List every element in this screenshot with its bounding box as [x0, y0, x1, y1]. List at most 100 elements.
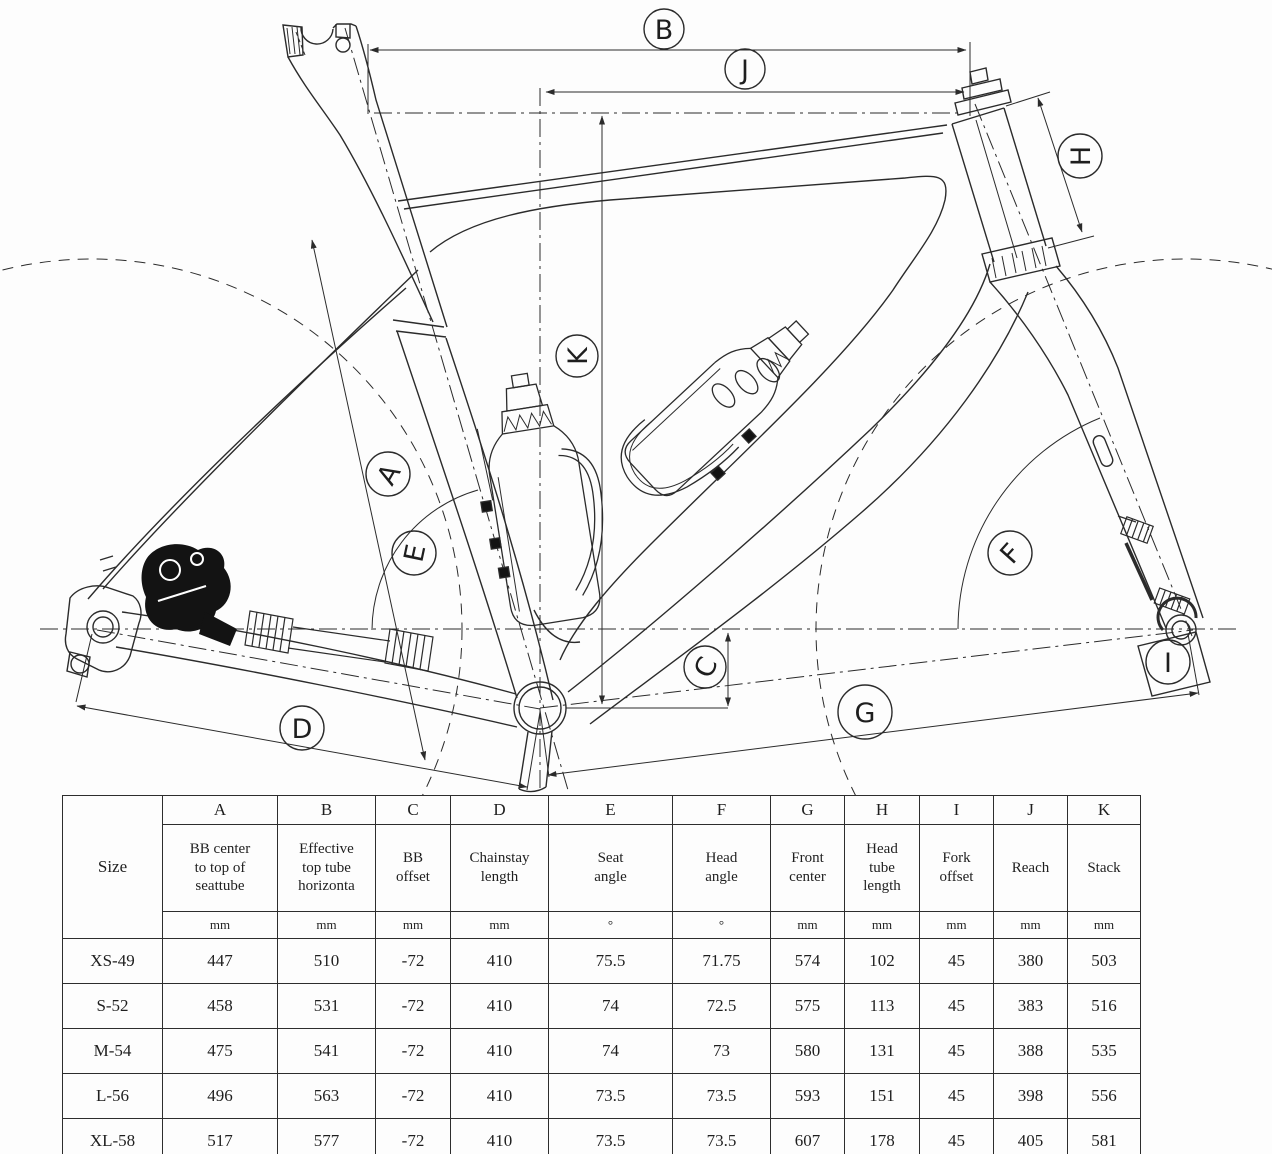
centerlines — [40, 27, 1240, 793]
value-cell: 178 — [844, 1118, 920, 1154]
column-name: Fork offset — [919, 824, 994, 912]
value-cell: 593 — [770, 1073, 845, 1119]
value-cell: 73.5 — [548, 1073, 673, 1119]
value-cell: 380 — [993, 938, 1068, 984]
value-cell: -72 — [375, 1118, 451, 1154]
value-cell: 503 — [1067, 938, 1141, 984]
callout-h: H — [1057, 133, 1103, 179]
column-letter: B — [277, 795, 376, 825]
callout-b: B — [643, 8, 685, 50]
column-name: BB offset — [375, 824, 451, 912]
column-unit: mm — [277, 911, 376, 939]
svg-text:E: E — [399, 542, 433, 565]
svg-text:B: B — [655, 15, 674, 46]
size-cell: XL-58 — [62, 1118, 163, 1154]
value-cell: 531 — [277, 983, 376, 1029]
column-unit: mm — [450, 911, 549, 939]
value-cell: 388 — [993, 1028, 1068, 1074]
callout-e: E — [391, 530, 437, 576]
column-letter: F — [672, 795, 771, 825]
column-letter: D — [450, 795, 549, 825]
value-cell: 398 — [993, 1073, 1068, 1119]
size-cell: M-54 — [62, 1028, 163, 1074]
value-cell: 45 — [919, 938, 994, 984]
column-name: BB center to top of seattube — [162, 824, 278, 912]
callout-c: C — [683, 645, 727, 689]
column-name: Seat angle — [548, 824, 673, 912]
callout-j: J — [724, 48, 766, 90]
callout-d: D — [279, 705, 325, 751]
svg-text:I: I — [1164, 648, 1172, 679]
value-cell: -72 — [375, 983, 451, 1029]
value-cell: 475 — [162, 1028, 278, 1074]
rear-brake-caliper — [141, 544, 434, 672]
column-name: Effective top tube horizonta — [277, 824, 376, 912]
value-cell: 447 — [162, 938, 278, 984]
column-letter: J — [993, 795, 1068, 825]
column-name: Chainstay length — [450, 824, 549, 912]
value-cell: -72 — [375, 1028, 451, 1074]
svg-text:G: G — [855, 698, 876, 729]
value-cell: 131 — [844, 1028, 920, 1074]
value-cell: 45 — [919, 1118, 994, 1154]
value-cell: 577 — [277, 1118, 376, 1154]
callout-g: G — [837, 684, 893, 740]
column-letter: E — [548, 795, 673, 825]
value-cell: 102 — [844, 938, 920, 984]
value-cell: 607 — [770, 1118, 845, 1154]
value-cell: 556 — [1067, 1073, 1141, 1119]
callouts: A B C D E F G H I J K — [279, 8, 1191, 751]
column-unit: ° — [672, 911, 771, 939]
value-cell: 458 — [162, 983, 278, 1029]
value-cell: 73.5 — [672, 1118, 771, 1154]
value-cell: 151 — [844, 1073, 920, 1119]
value-cell: 74 — [548, 1028, 673, 1074]
column-name: Stack — [1067, 824, 1141, 912]
callout-k: K — [555, 334, 599, 378]
svg-text:K: K — [563, 346, 594, 365]
svg-text:H: H — [1066, 146, 1097, 166]
value-cell: 496 — [162, 1073, 278, 1119]
value-cell: 563 — [277, 1073, 376, 1119]
value-cell: 410 — [450, 983, 549, 1029]
column-letter: K — [1067, 795, 1141, 825]
column-letter: G — [770, 795, 845, 825]
value-cell: 45 — [919, 983, 994, 1029]
wheel-outlines — [0, 258, 1272, 796]
value-cell: 45 — [919, 1028, 994, 1074]
column-name: Front center — [770, 824, 845, 912]
value-cell: 71.75 — [672, 938, 771, 984]
value-cell: 73.5 — [672, 1073, 771, 1119]
callout-a: A — [365, 451, 411, 497]
value-cell: -72 — [375, 1073, 451, 1119]
value-cell: 73 — [672, 1028, 771, 1074]
svg-text:J: J — [739, 55, 749, 86]
size-column-header: Size — [62, 795, 163, 939]
frame-outline — [64, 23, 1211, 793]
size-cell: XS-49 — [62, 938, 163, 984]
column-unit: mm — [844, 911, 920, 939]
callout-i: I — [1145, 639, 1191, 685]
column-unit: mm — [162, 911, 278, 939]
value-cell: 405 — [993, 1118, 1068, 1154]
column-unit: mm — [375, 911, 451, 939]
front-brake-caliper — [1117, 515, 1198, 632]
svg-text:C: C — [688, 653, 724, 683]
value-cell: 410 — [450, 1073, 549, 1119]
value-cell: 516 — [1067, 983, 1141, 1029]
seat-tube-bottle — [476, 372, 604, 627]
column-unit: mm — [993, 911, 1068, 939]
dimension-lines — [75, 42, 1200, 791]
column-unit: mm — [770, 911, 845, 939]
size-cell: L-56 — [62, 1073, 163, 1119]
callout-f: F — [987, 530, 1033, 576]
value-cell: 75.5 — [548, 938, 673, 984]
svg-text:F: F — [994, 538, 1027, 570]
down-tube-bottle — [620, 320, 810, 497]
value-cell: 535 — [1067, 1028, 1141, 1074]
